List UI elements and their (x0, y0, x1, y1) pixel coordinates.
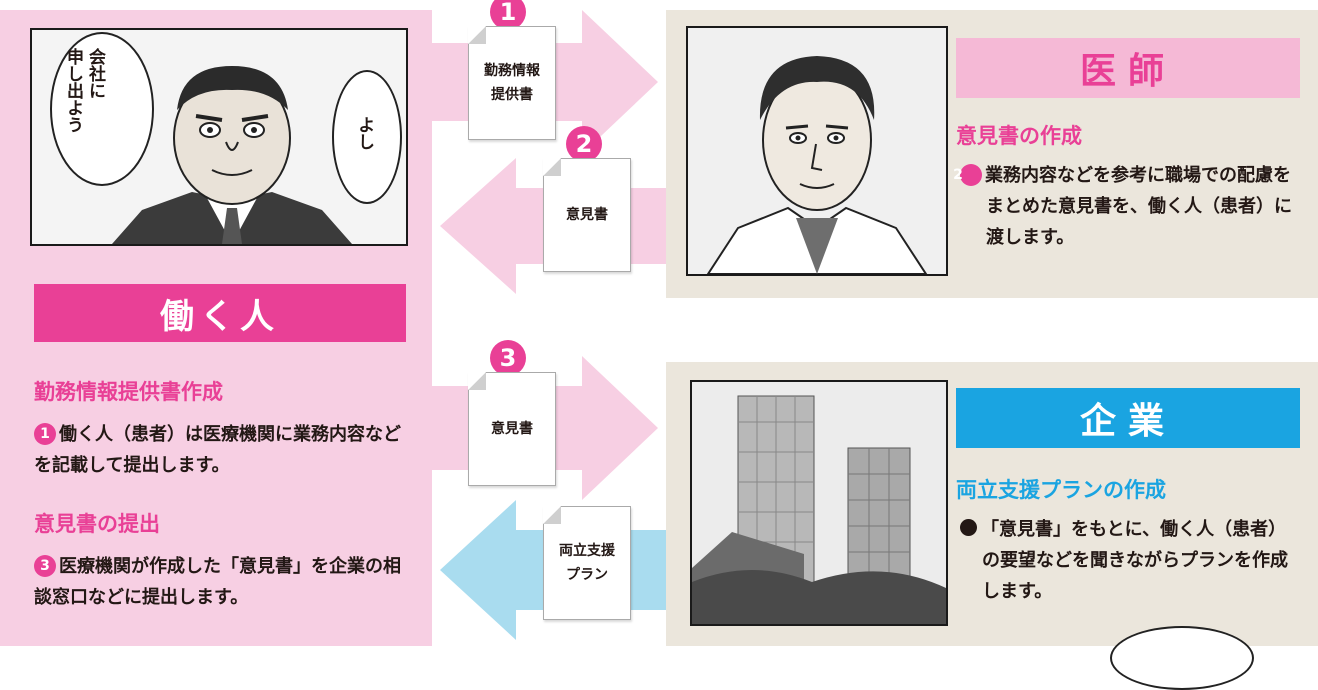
step-1-badge: 1 (34, 423, 56, 445)
doc-opinion-return: 意見書 (543, 158, 631, 272)
partial-speech-bubble (1110, 626, 1254, 690)
businessman-drawing (32, 30, 406, 244)
company-section-title: 両立支援プランの作成 (956, 478, 1166, 502)
speech-bubble-left (50, 32, 154, 186)
company-illustration (690, 380, 948, 626)
doctor-drawing (688, 28, 946, 274)
doc-support-plan: 両立支援 プラン (543, 506, 631, 620)
bullet-icon (960, 519, 977, 536)
company-section-body: 「意見書」をもとに、働く人（患者）の要望などを聞きながらプランを作成します。 (960, 514, 1300, 607)
worker-title: 働く人 (34, 284, 406, 342)
company-title: 企業 (956, 388, 1300, 448)
doctor-title: 医師 (956, 38, 1300, 98)
step-1-number: 1 (490, 0, 526, 30)
speech-bubble-right (332, 70, 402, 204)
doc-opinion-return-label: 意見書 (566, 207, 608, 223)
doc-work-info-label: 勤務情報 提供書 (484, 63, 540, 103)
company-section-text: 「意見書」をもとに、働く人（患者）の要望などを聞きながらプランを作成します。 (981, 519, 1288, 602)
doc-support-plan-label: 両立支援 プラン (559, 543, 615, 583)
step-3-badge: 3 (34, 555, 56, 577)
buildings-drawing (692, 382, 946, 624)
doctor-illustration (686, 26, 948, 276)
speech-text-right: よし (354, 116, 374, 150)
doctor-section-title: 意見書の作成 (956, 124, 1082, 148)
doctor-section-text: 業務内容などを参考に職場での配慮をまとめた意見書を、働く人（患者）に渡します。 (985, 165, 1292, 248)
speech-text-left: 会社に 申し出よう (63, 48, 105, 133)
worker-section2-text: 医療機関が作成した「意見書」を企業の相談窓口などに提出します。 (34, 556, 401, 608)
step-3-number: 3 (490, 340, 526, 376)
step-2-number: 2 (566, 126, 602, 162)
worker-illustration: 会社に 申し出よう よし (30, 28, 408, 246)
doc-work-info: 勤務情報 提供書 (468, 26, 556, 140)
doc-opinion-submit-label: 意見書 (491, 421, 533, 437)
doc-opinion-submit: 意見書 (468, 372, 556, 486)
step-2-badge: 2 (953, 164, 982, 186)
worker-section2-title: 意見書の提出 (34, 512, 160, 536)
worker-section1-title: 勤務情報提供書作成 (34, 380, 223, 404)
worker-section1-text: 働く人（患者）は医療機関に業務内容などを記載して提出します。 (34, 424, 401, 476)
